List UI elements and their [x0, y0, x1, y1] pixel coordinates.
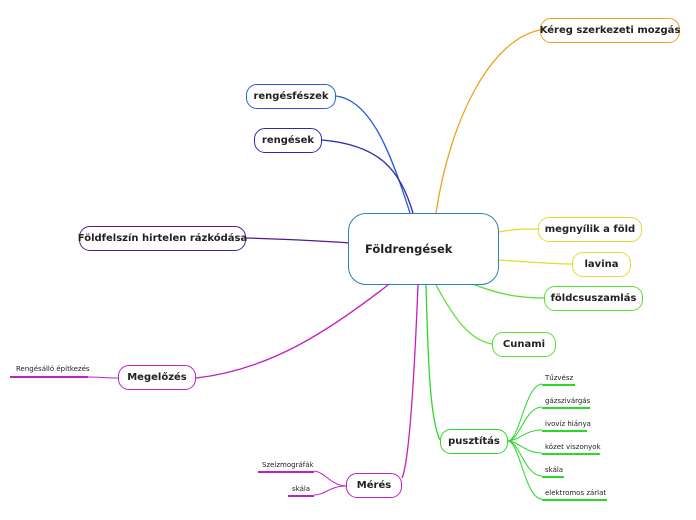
leaf-underline	[10, 376, 88, 378]
leaf-underline	[542, 499, 607, 501]
leaf-ivoviz-hianya[interactable]: ivovíz hiánya	[545, 420, 591, 428]
leaf-underline	[542, 453, 600, 455]
link-leaf-kozet	[507, 440, 543, 454]
link-megnyilik	[497, 228, 539, 233]
link-leaf-rengesallo	[87, 376, 119, 379]
topic-foldcsuszamlas[interactable]: földcsuszamlás	[544, 286, 643, 311]
leaf-szeizmografak[interactable]: Szeizmográfák	[262, 461, 314, 469]
link-leaf-tuzvesz	[507, 383, 543, 442]
link-rengesek	[321, 139, 414, 214]
leaf-elektromos-zarlat[interactable]: elektromos zárlat	[545, 489, 607, 497]
link-razkodas	[245, 237, 351, 244]
central-topic[interactable]: Földrengések	[348, 213, 499, 285]
leaf-underline	[542, 407, 590, 409]
topic-rengesfeszek[interactable]: rengésfészek	[246, 84, 336, 109]
leaf-underline	[258, 471, 314, 473]
link-megelozes	[195, 284, 389, 379]
link-lavina	[497, 259, 573, 265]
topic-megelozes[interactable]: Megelőzés	[118, 365, 196, 390]
link-kereg	[435, 29, 541, 214]
leaf-underline	[542, 384, 575, 386]
link-cunami	[435, 284, 493, 345]
topic-pusztitas[interactable]: pusztítás	[440, 429, 508, 454]
topic-cunami[interactable]: Cunami	[492, 332, 556, 357]
link-leaf-skala2	[313, 485, 347, 496]
topic-rengesek[interactable]: rengések	[254, 128, 322, 153]
leaf-rengesallo-epitkezes[interactable]: Rengésálló építkezés	[16, 365, 90, 373]
link-leaf-skala	[507, 440, 543, 477]
topic-lavina[interactable]: lavina	[572, 252, 631, 277]
leaf-underline	[542, 430, 587, 432]
topic-meres[interactable]: Mérés	[346, 473, 402, 498]
leaf-tuzvesz[interactable]: Tűzvész	[545, 374, 574, 382]
leaf-skala[interactable]: skála	[545, 466, 564, 474]
leaf-underline	[288, 495, 314, 497]
leaf-kozet-viszonyok[interactable]: közet viszonyok	[545, 443, 601, 451]
link-leaf-zarlat	[507, 440, 543, 500]
link-rengesfeszek	[335, 95, 411, 214]
topic-foldfelszin-rázkodasa[interactable]: Földfelszín hirtelen rázkódása	[78, 226, 247, 251]
link-leaf-ivoviz	[507, 429, 543, 442]
leaf-underline	[542, 476, 564, 478]
link-meres	[401, 284, 419, 479]
link-leaf-gaz	[507, 406, 543, 442]
link-pusztitas	[425, 284, 441, 441]
topic-kereg-szerkezeti-mozgas[interactable]: Kéreg szerkezeti mozgás	[540, 18, 680, 43]
leaf-skala-meres[interactable]: skála	[292, 485, 311, 493]
topic-megnyilik-a-fold[interactable]: megnyílik a föld	[538, 217, 642, 242]
link-leaf-szeizmo	[313, 470, 347, 487]
link-foldcsuszamlas	[469, 282, 545, 299]
leaf-gazszivargas[interactable]: gázszivárgás	[545, 397, 591, 405]
